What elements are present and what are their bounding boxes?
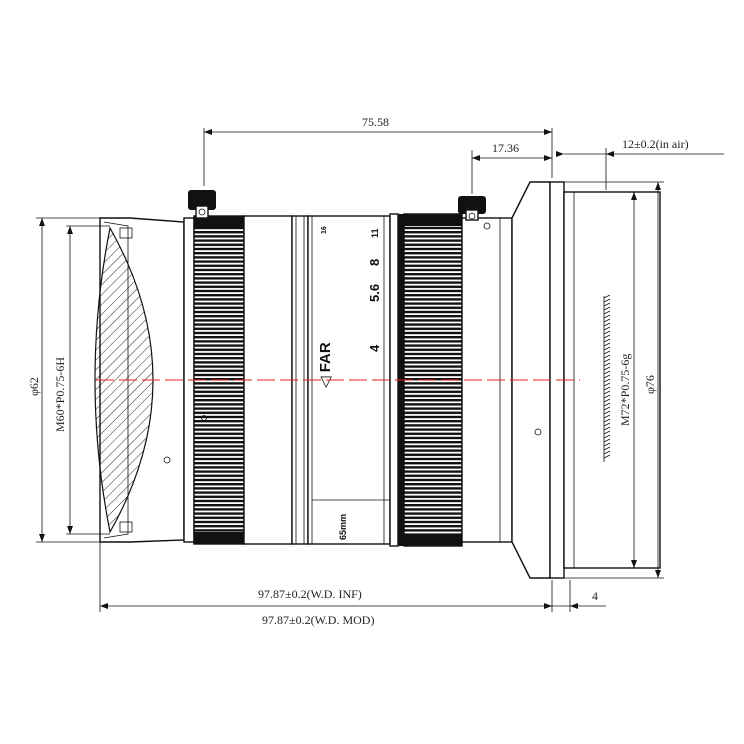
barrel-markings: ◁ FAR 4 5.6 8 11 16 65mm xyxy=(317,226,382,540)
dim-thread-front: M60*P0.75-6H xyxy=(53,357,67,432)
fstop-16: 16 xyxy=(321,226,328,234)
fstop-11: 11 xyxy=(370,228,380,238)
far-mark: ◁ FAR xyxy=(317,342,334,388)
dimension-labels: 75.58 17.36 12±0.2(in air) φ62 M60*P0.75… xyxy=(27,115,689,627)
dim-phi-62: φ62 xyxy=(27,377,41,396)
set-screw-front xyxy=(188,190,216,219)
fstop-4: 4 xyxy=(367,344,382,352)
dim-flange-4: 4 xyxy=(592,589,598,603)
rear-thread-hatch xyxy=(603,294,611,462)
dim-backfocus: 12±0.2(in air) xyxy=(622,137,689,151)
set-screw-rear xyxy=(458,196,486,221)
dim-phi-76: φ76 xyxy=(643,375,657,394)
dim-total-inf: 97.87±0.2(W.D. INF) xyxy=(258,587,362,601)
fstop-5-6: 5.6 xyxy=(367,284,382,302)
dimension-lines xyxy=(36,128,724,612)
focal-length-mark: 65mm xyxy=(338,514,348,540)
dim-17-36: 17.36 xyxy=(492,141,519,155)
dim-thread-rear: M72*P0.75-6g xyxy=(618,354,632,426)
fstop-8: 8 xyxy=(367,259,382,266)
dim-75-58: 75.58 xyxy=(362,115,389,129)
dim-total-mod: 97.87±0.2(W.D. MOD) xyxy=(262,613,374,627)
